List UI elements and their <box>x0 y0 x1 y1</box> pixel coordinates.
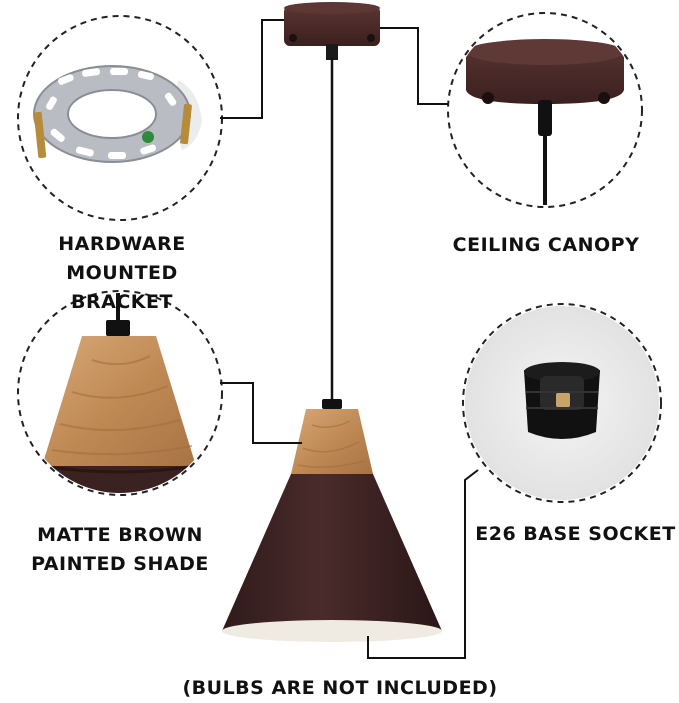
label-line: HARDWARE MOUNTED <box>58 233 186 284</box>
ceiling-canopy-top <box>284 2 380 60</box>
shade-opening <box>222 620 442 642</box>
label-matte-brown-painted-shade: MATTE BROWN PAINTED SHADE <box>20 521 220 579</box>
label-line: PAINTED SHADE <box>31 553 209 575</box>
socket-detail <box>465 306 659 500</box>
connector-lines <box>218 19 479 659</box>
shade-detail <box>20 293 220 493</box>
footnote-bulbs-not-included: (BULBS ARE NOT INCLUDED) <box>182 677 498 699</box>
canopy-detail <box>450 15 640 205</box>
brown-shade <box>222 474 442 641</box>
label-ceiling-canopy: CEILING CANOPY <box>446 231 646 260</box>
label-hardware-mounted-bracket: HARDWARE MOUNTED BRACKET <box>0 230 244 317</box>
label-line: CEILING CANOPY <box>452 234 640 256</box>
label-line: BRACKET <box>71 291 173 313</box>
pendant-lamp <box>222 2 442 642</box>
label-e26-base-socket: E26 BASE SOCKET <box>472 520 679 549</box>
label-line: E26 BASE SOCKET <box>475 523 676 545</box>
wood-cap <box>291 409 373 474</box>
bracket-detail <box>20 18 220 218</box>
label-line: MATTE BROWN <box>37 524 203 546</box>
